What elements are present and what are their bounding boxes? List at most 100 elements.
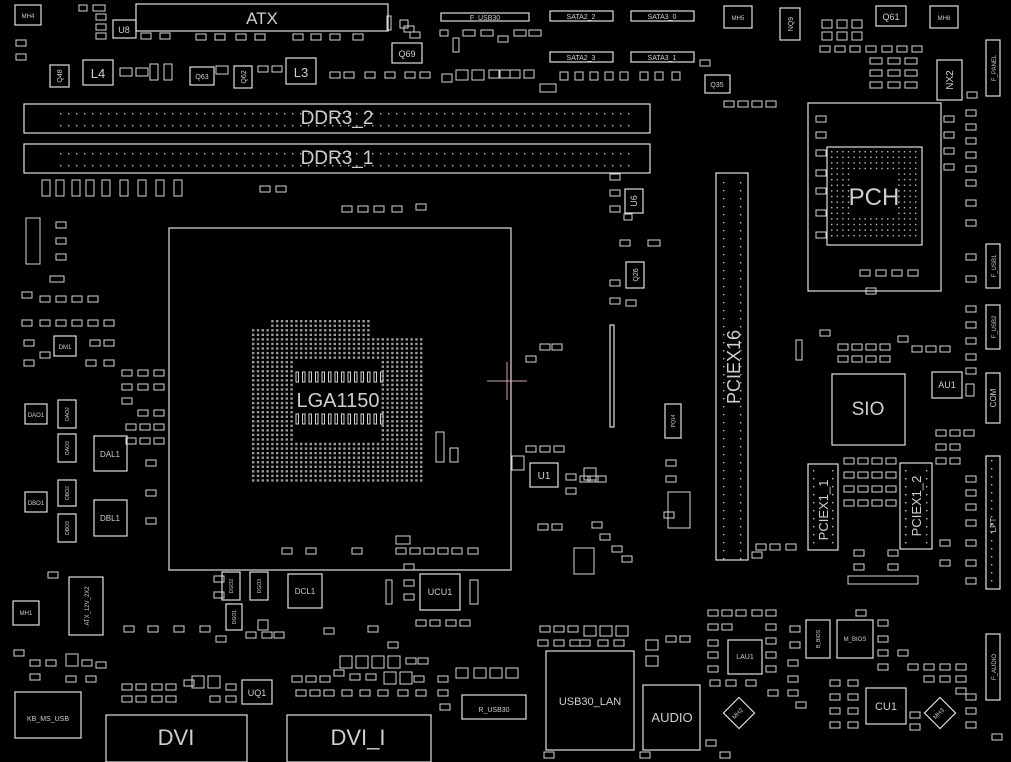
socket-pad [391,433,394,437]
smd-pad [583,625,597,637]
smd-pad [647,239,661,247]
smd-pad [505,667,519,679]
ddr-pin [412,153,414,155]
pch-ball [831,173,833,175]
pcie-pin [813,510,815,512]
pch-ball [870,235,872,237]
socket-pad [333,461,336,464]
ddr-pin [436,165,438,167]
mh3-hole [923,696,957,730]
pch-ball [831,218,833,220]
pch-ball [836,195,838,198]
socket-pad [266,379,269,382]
socket-pad [362,338,365,341]
socket-pad [285,333,288,337]
q26-chip [625,261,645,289]
socket-pad [343,456,346,459]
socket-pad [309,456,312,459]
socket-pad [381,479,384,482]
socket-pad [261,442,264,446]
socket-pad [420,461,423,464]
socket-pad [266,406,269,409]
socket-pad [300,320,303,323]
smd-pad [815,149,827,157]
pch-ball [831,223,833,226]
ddr-pin [500,113,502,115]
pcie-pin [832,510,834,512]
socket-pad [290,456,293,459]
socket-pad [396,465,399,468]
socket-pad [420,397,423,400]
socket-pad [367,465,370,468]
smd-pad [281,547,293,555]
socket-cap [328,413,332,425]
smd-pad [119,179,129,197]
socket-pad [343,333,346,337]
socket-pad [420,447,423,450]
pcie-pin [813,470,815,472]
socket-pad [261,406,264,409]
pch-ball [898,207,900,209]
ddr-pin [444,113,446,115]
socket-pad [285,351,288,355]
smd-pad [869,57,883,65]
pcie-pin [740,494,742,496]
smd-pad [397,689,409,697]
ddr-pin [356,113,358,115]
smd-pad [39,295,51,303]
smd-pad [965,321,977,329]
socket-pad [391,479,394,482]
socket-pad [391,420,394,423]
socket-pad [400,415,404,418]
socket-pad [276,342,279,346]
smd-pad [480,29,494,37]
socket-pad [252,383,255,387]
socket-pad [319,351,322,355]
socket-pad [381,420,384,423]
socket-pad [381,356,384,359]
socket-pad [391,360,394,364]
smd-pad [319,675,331,683]
lga-label: LGA1150 [296,390,379,412]
ddr-pin [316,113,318,115]
smd-pad [904,69,918,77]
socket-pad [367,470,370,473]
socket-pad [314,356,317,359]
smd-pad [384,71,396,79]
socket-pad [396,342,399,346]
socket-pad [381,447,384,450]
socket-cap [321,413,325,425]
socket-pad [252,370,255,373]
pch-ball [892,151,894,153]
socket-pad [420,365,423,368]
socket-pad [295,351,298,355]
smd-pad [329,71,341,79]
ddr-pin [596,165,598,167]
socket-pad [400,388,404,391]
ddr-pin [612,165,614,167]
smd-pad [815,231,827,239]
pch-ball [909,179,911,181]
smd-pad [609,189,621,197]
atx-connector [135,3,389,32]
socket-pad [314,451,317,455]
smd-pad [213,575,225,583]
ddr-pin [164,125,166,127]
smd-pad [829,693,841,701]
pcie-pin [926,534,928,536]
socket-pad [256,356,260,359]
socket-pad [280,465,284,468]
socket-pad [396,356,399,359]
pcie-pin [740,534,742,536]
socket-pad [324,447,327,450]
socket-pad [300,461,303,464]
header-pin [991,508,993,510]
socket-pad [252,447,255,450]
socket-pad [391,456,394,459]
ddr-pin [548,125,550,127]
ddr-pin [492,113,494,115]
socket-pad [381,388,384,391]
pcie-pin [813,502,815,504]
dcl1-chip [287,573,323,609]
socket-pad [290,320,293,323]
